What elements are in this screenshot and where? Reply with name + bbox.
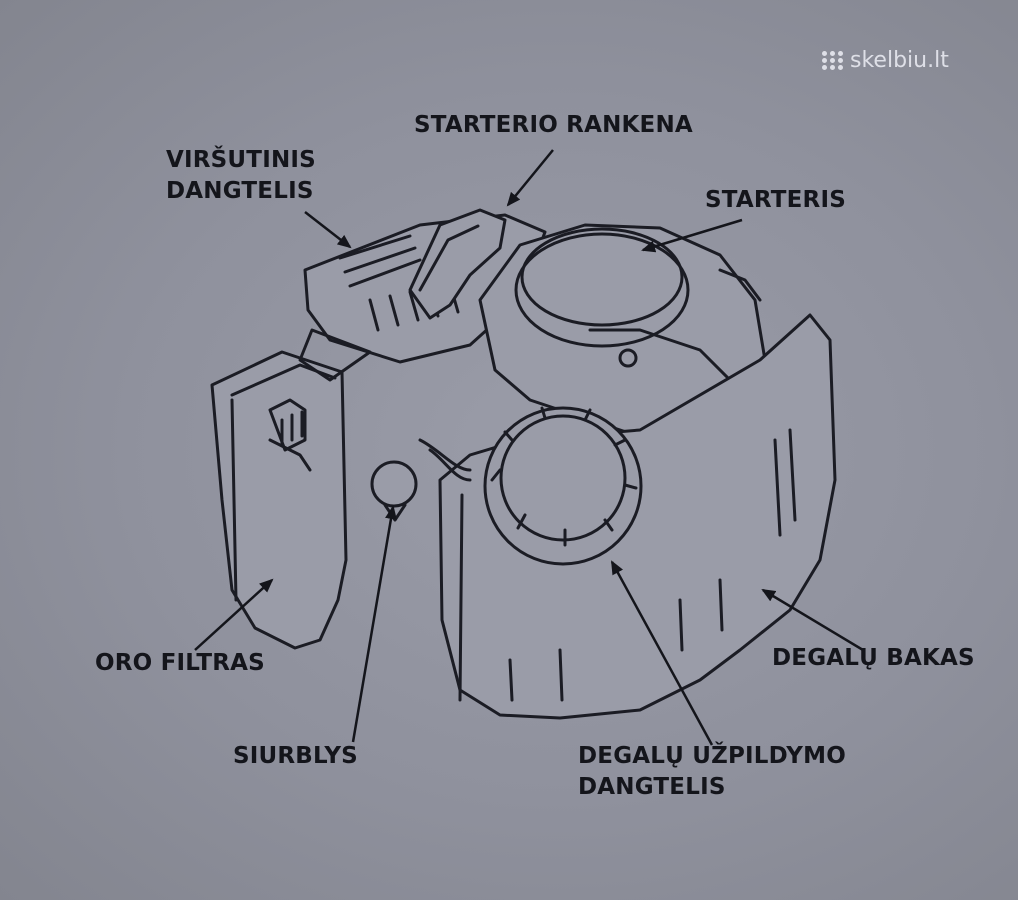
label-uzpildymo-line2: DANGTELIS (578, 774, 726, 800)
watermark-logo-icon (822, 51, 844, 70)
arrow-starteris (641, 218, 743, 253)
label-degalu-bakas: DEGALŲ BAKAS (772, 645, 975, 671)
label-uzpildymo-line1: DEGALŲ UŽPILDYMO (578, 743, 846, 769)
starter-handle-shape (408, 208, 507, 320)
arrow-virsutinis-dangtelis (304, 211, 352, 249)
arrow-oro-filtras (194, 578, 274, 651)
label-starterio-rankena: STARTERIO RANKENA (414, 112, 693, 138)
label-virsutinis-line1: VIRŠUTINIS (166, 147, 316, 173)
arrow-siurblys (351, 505, 397, 743)
starter-shape (478, 223, 767, 447)
label-siurblys: SIURBLYS (233, 743, 358, 769)
label-starteris: STARTERIS (705, 187, 846, 213)
arrow-degalu-uzpildymo-dangtelis (610, 560, 714, 746)
label-oro-filtras: ORO FILTRAS (95, 650, 265, 676)
engine-illustration (210, 208, 837, 720)
label-virsutinis-dangtelis: VIRŠUTINIS DANGTELIS (166, 145, 316, 207)
callout-arrows (194, 149, 864, 746)
arrow-degalu-bakas (761, 588, 864, 652)
arrow-starterio-rankena (506, 149, 554, 207)
fuel-fill-cap-shape (483, 406, 643, 566)
label-degalu-uzpildymo-dangtelis: DEGALŲ UŽPILDYMO DANGTELIS (578, 741, 846, 803)
watermark: skelbiu.lt (822, 48, 949, 73)
watermark-text: skelbiu.lt (850, 48, 949, 73)
pump-shape (370, 438, 472, 522)
air-filter-shape (210, 350, 348, 650)
label-virsutinis-line2: DANGTELIS (166, 178, 314, 204)
